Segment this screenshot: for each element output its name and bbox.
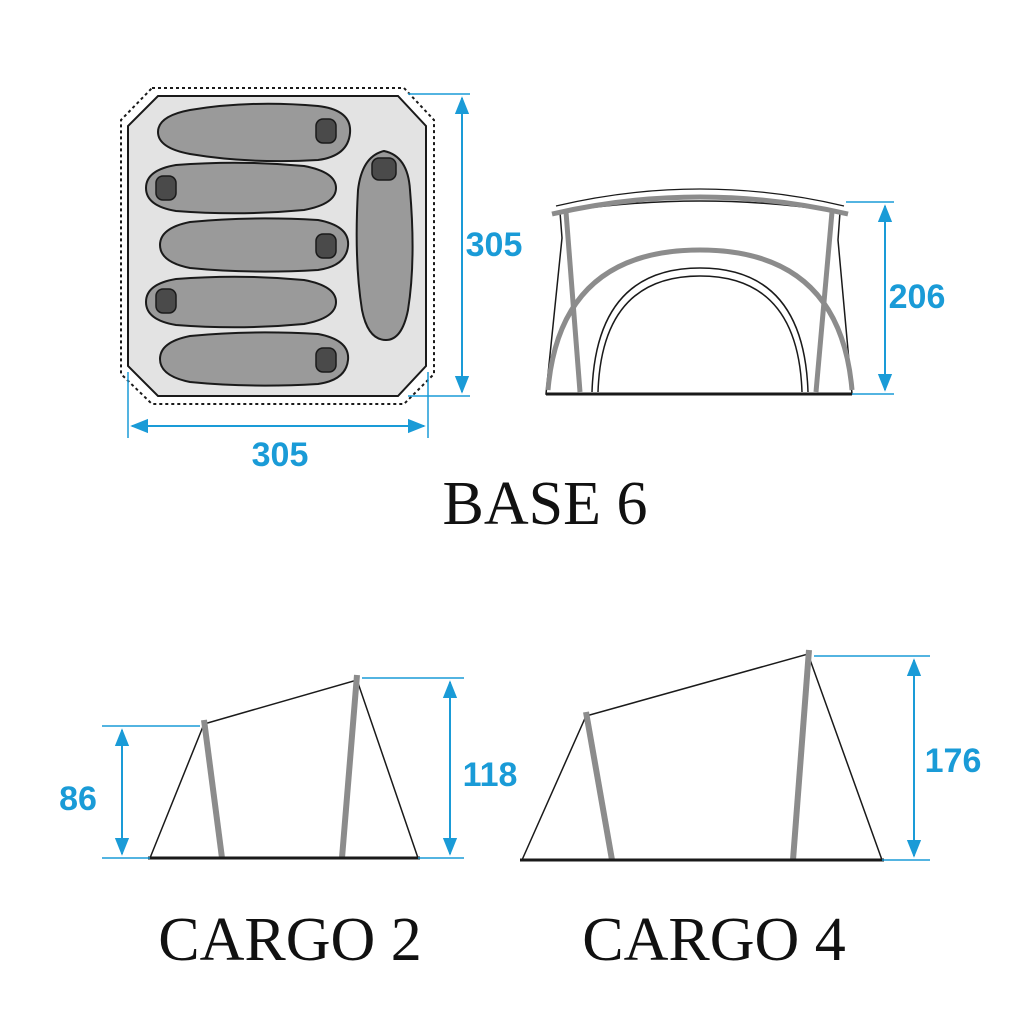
base6-floor-outline-dashed xyxy=(120,87,435,405)
cargo4-front-pole xyxy=(583,711,615,861)
base6-floor-plan: 305 305 xyxy=(120,87,523,474)
cargo2-front-pole xyxy=(201,719,225,859)
sleeping-bag-3 xyxy=(158,217,350,273)
base6-door xyxy=(591,267,809,393)
cargo2-low-height-label: 86 xyxy=(59,780,97,818)
base6-roof-pole xyxy=(551,194,849,217)
cargo4-high-height-label: 176 xyxy=(925,742,982,780)
cargo2-model-name: CARGO 2 xyxy=(158,906,422,974)
base6-left-pole xyxy=(563,211,583,393)
base6-front-view: 206 xyxy=(545,188,946,396)
base6-depth-label: 305 xyxy=(466,226,523,264)
sleeping-bag-6 xyxy=(355,149,414,342)
base6-height-label: 206 xyxy=(889,278,946,316)
sleeping-bag-4 xyxy=(144,275,338,329)
cargo2-rear-pole xyxy=(339,674,360,859)
sleeping-bag-1 xyxy=(156,102,352,163)
cargo2-high-height-label: 118 xyxy=(463,756,518,794)
cargo4-body xyxy=(520,653,884,861)
cargo4-rear-pole xyxy=(790,649,812,861)
cargo4-side-view: 176 xyxy=(520,649,982,862)
cargo2-side-view: 86 118 xyxy=(59,674,518,860)
cargo4-model-name: CARGO 4 xyxy=(582,906,846,974)
sleeping-bag-5 xyxy=(158,331,350,387)
cargo2-body xyxy=(148,679,420,859)
base6-model-name: BASE 6 xyxy=(443,470,648,538)
sleeping-bag-2 xyxy=(144,161,338,215)
base6-arch-pole xyxy=(545,247,855,391)
base6-width-label: 305 xyxy=(252,436,309,474)
